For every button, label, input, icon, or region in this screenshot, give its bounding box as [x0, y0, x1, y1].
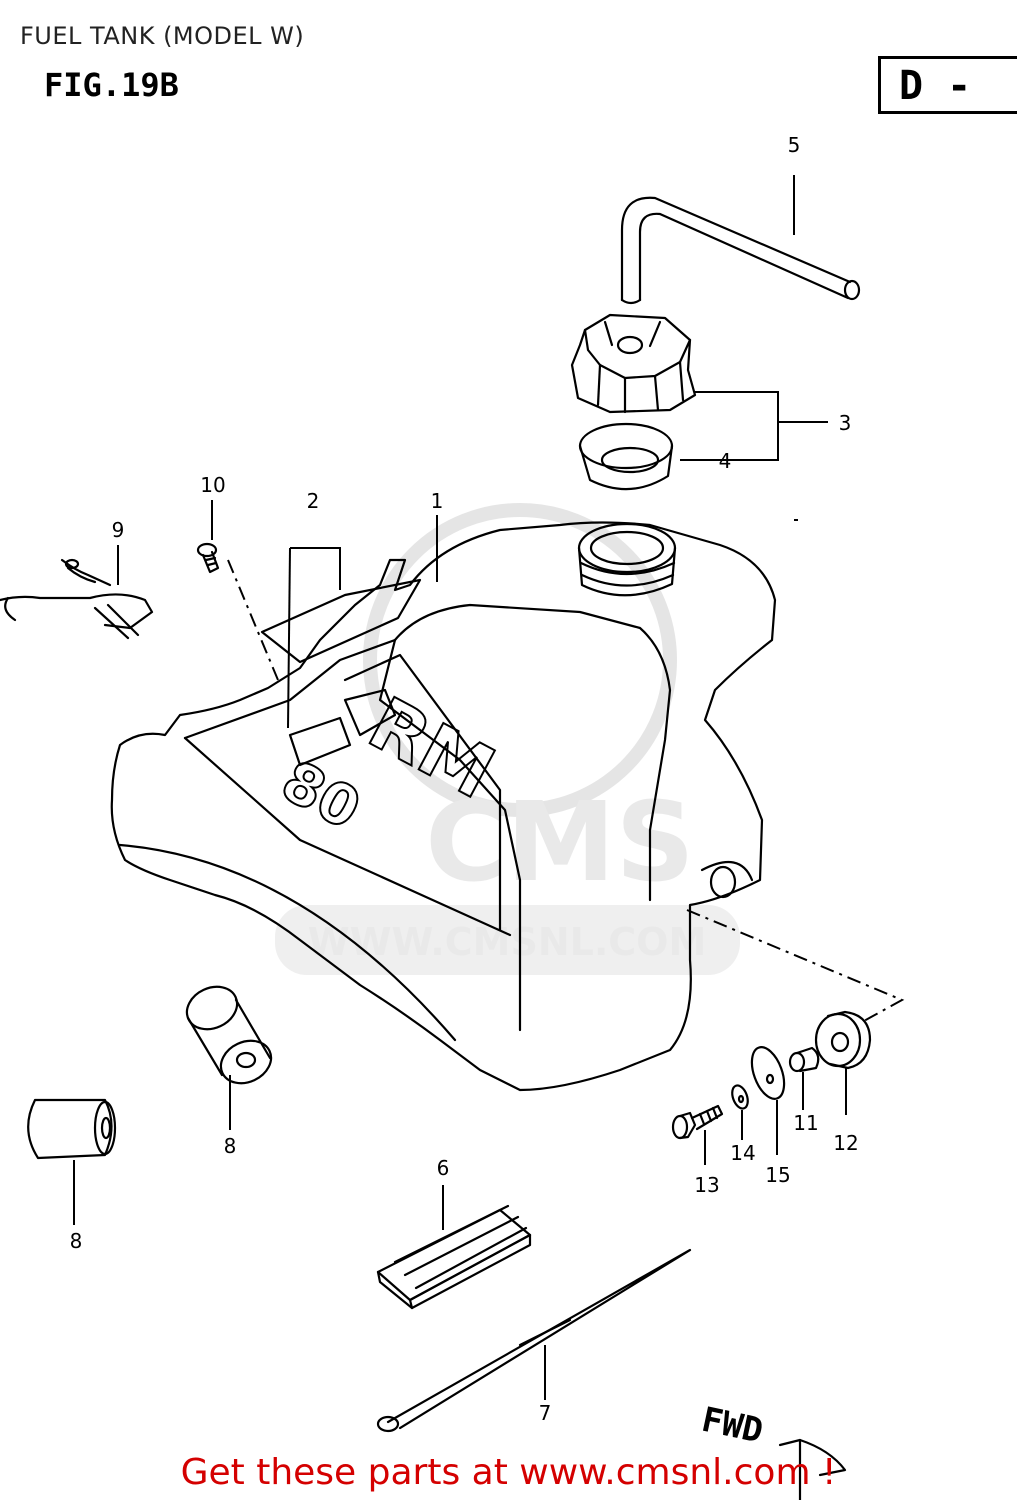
footer-cta[interactable]: Get these parts at www.cmsnl.com ! [180, 1452, 837, 1493]
figure-label: FIG.19B [44, 66, 179, 104]
breather-hose-part-5 [620, 196, 861, 305]
cushion-part-8-upper [185, 985, 273, 1085]
watermark: CMS WWW.CMSNL.COM [275, 503, 740, 975]
part-label-8-upper: 8 [224, 1134, 237, 1158]
grommet-part-12 [814, 1010, 872, 1070]
section-code: D - [899, 63, 972, 109]
part-label-4: 4 [719, 449, 732, 473]
collar-part-11 [788, 1046, 820, 1073]
fuel-cap-part-3 [570, 313, 697, 414]
part-label-12: 12 [833, 1131, 858, 1155]
tank-decal [288, 688, 397, 767]
cushion-part-8-lower [27, 1098, 117, 1160]
part-label-11: 11 [793, 1111, 818, 1135]
pad-part-6 [376, 1204, 532, 1310]
part-label-13: 13 [694, 1173, 719, 1197]
part-number-labels: 1 2 3 4 5 6 7 8 8 9 10 11 12 13 14 15 [70, 133, 859, 1425]
washer-part-15 [750, 1046, 786, 1100]
washer-part-14 [731, 1084, 749, 1110]
part-label-5: 5 [788, 133, 801, 157]
watermark-url: WWW.CMSNL.COM [308, 920, 707, 964]
part-label-9: 9 [112, 518, 125, 542]
fwd-direction-marker [778, 1438, 847, 1500]
cable-tie-part-7 [376, 1248, 692, 1433]
page-title: FUEL TANK (MODEL W) [20, 22, 305, 50]
part-label-6: 6 [437, 1156, 450, 1180]
cap-gasket-part-4 [578, 422, 674, 491]
section-box: D - [878, 56, 1017, 114]
part-label-10: 10 [200, 473, 225, 497]
screw-part-10 [196, 542, 220, 574]
leader-lines [73, 175, 905, 1400]
part-label-14: 14 [730, 1141, 755, 1165]
fwd-label: FWD [698, 1400, 766, 1452]
fuel-tank-part-1 [110, 521, 777, 1092]
clamp-part-9 [0, 558, 154, 640]
bolt-part-13 [671, 1104, 724, 1140]
part-label-8-lower: 8 [70, 1229, 83, 1253]
part-label-7: 7 [539, 1401, 552, 1425]
part-label-3: 3 [839, 411, 852, 435]
part-label-1: 1 [431, 489, 444, 513]
decal-part-2 [260, 578, 422, 664]
part-label-15: 15 [765, 1163, 790, 1187]
part-label-2: 2 [307, 489, 320, 513]
